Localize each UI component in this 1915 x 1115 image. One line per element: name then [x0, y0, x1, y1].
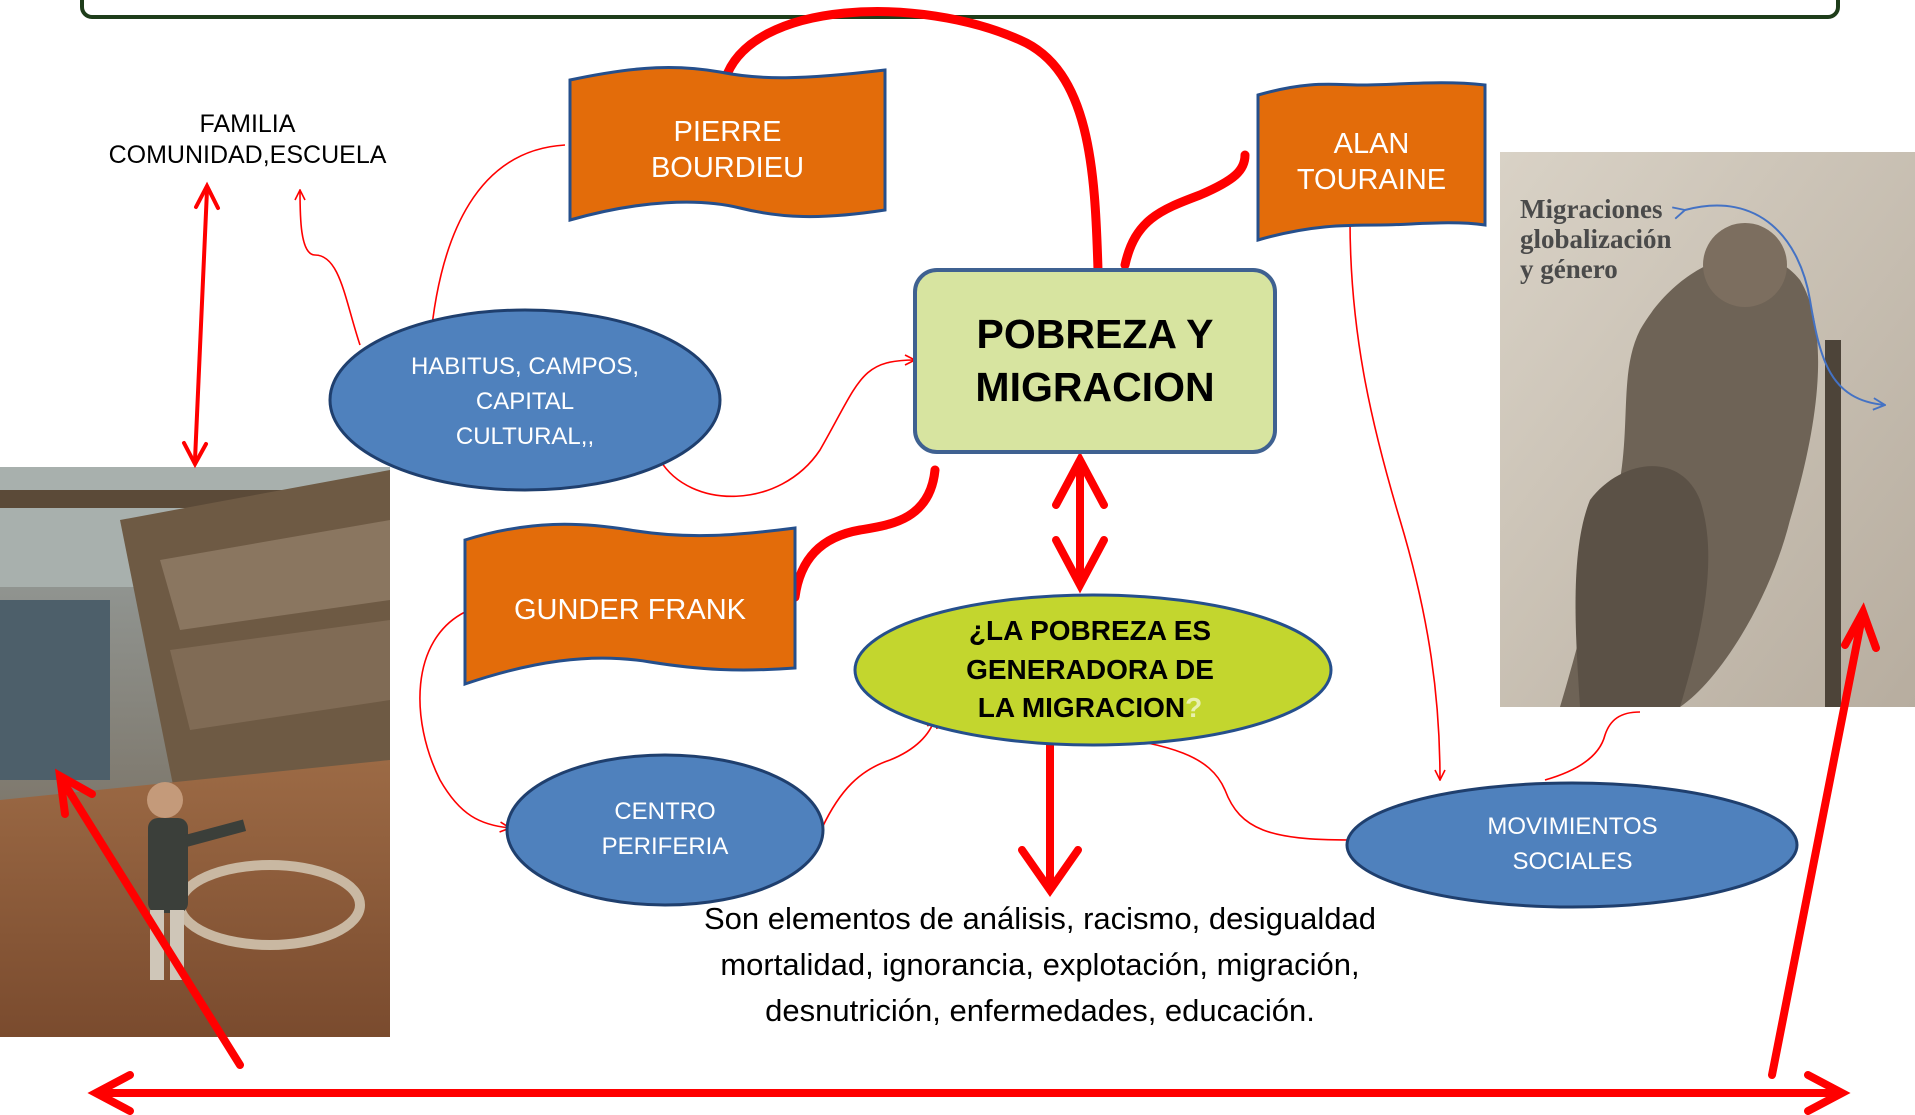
diagonal-arrow-left-shaft	[58, 776, 244, 1069]
ellipse-question	[853, 593, 1333, 747]
thin-connectors	[300, 144, 1641, 841]
banner-gunder-frank	[463, 522, 797, 687]
banner-pierre-bourdieu	[568, 65, 887, 222]
thick-connector-touraine-center	[1120, 150, 1250, 270]
connector-centro-question	[821, 718, 935, 829]
book-cover-curve-arrow	[1685, 204, 1885, 405]
thick-connectors	[720, 7, 1250, 602]
thick-connector-bourdieu-center	[720, 7, 1103, 275]
double-arrow-head-down	[1052, 536, 1108, 594]
book-title-line-2: globalización	[1520, 224, 1672, 254]
connector-frank-centro	[419, 611, 510, 828]
thick-connector-center-frank	[790, 465, 940, 602]
book-title-line-1: Migraciones	[1520, 194, 1662, 224]
bottom-double-arrow-left-head	[87, 1071, 134, 1115]
diagonal-arrow-right-shaft	[1768, 613, 1866, 1079]
ellipse-centro-periferia	[505, 753, 825, 907]
diagonal-arrow-right-head	[1841, 602, 1880, 652]
down-arrow-head	[1018, 846, 1082, 897]
familia-double-arrow	[182, 181, 220, 469]
ellipse-movimientos-sociales	[1345, 781, 1799, 909]
diagonal-arrow-left-head	[54, 768, 96, 818]
connector-movimientos-book	[1544, 711, 1641, 781]
connector-touraine-movimientos	[1349, 219, 1440, 780]
connector-movimientos-question	[1100, 735, 1351, 841]
slum-photo	[0, 467, 390, 1037]
connector-habitus-familia	[300, 190, 361, 346]
connector-bourdieu-habitus	[430, 144, 566, 345]
connector-habitus-center	[659, 360, 915, 498]
top-title-bar	[80, 0, 1840, 19]
center-box	[913, 268, 1277, 454]
bottom-double-arrow-right-head	[1804, 1071, 1851, 1115]
ellipse-habitus	[328, 308, 722, 492]
book-title-line-3: y género	[1520, 254, 1618, 284]
double-arrow-head-up	[1052, 451, 1108, 509]
thick-arrows	[54, 451, 1880, 1115]
banner-alan-touraine	[1256, 81, 1487, 242]
